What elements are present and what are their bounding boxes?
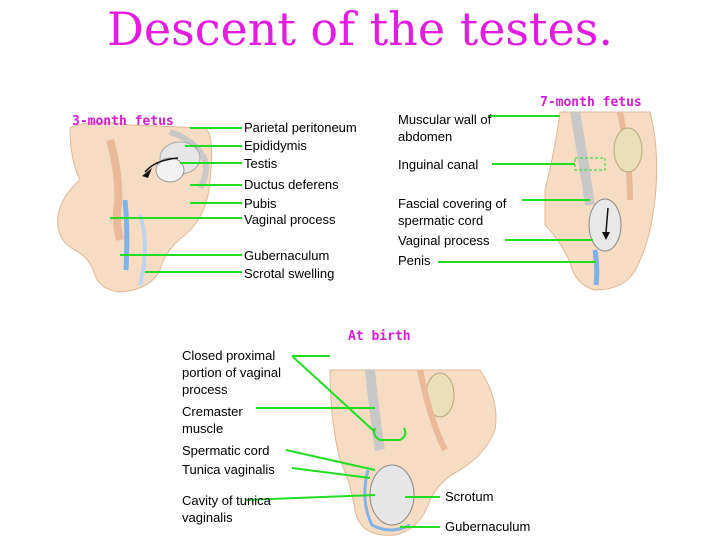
label-penis: Penis (398, 253, 431, 268)
label-pubis: Pubis (244, 196, 277, 211)
at-birth-figure (329, 369, 497, 536)
label-spermatic-cord: Spermatic cord (182, 443, 270, 458)
stage-label-three-month: 3-month fetus (72, 114, 174, 129)
label-gubernaculum-birth: Gubernaculum (445, 519, 531, 534)
label-inguinal-canal: Inguinal canal (398, 157, 479, 172)
label-epididymis: Epididymis (244, 138, 307, 153)
label-gubernaculum: Gubernaculum (244, 248, 330, 263)
page-title: Descent of the testes. (107, 2, 613, 56)
label-ductus-deferens: Ductus deferens (244, 177, 339, 192)
stage-label-at-birth: At birth (348, 329, 411, 344)
label-vaginal-process-seven: Vaginal process (398, 233, 490, 248)
leader-lines (110, 115, 596, 528)
label-cremaster: Cremaster muscle (182, 404, 243, 436)
stage-label-seven-month: 7-month fetus (540, 95, 642, 110)
label-parietal-peritoneum: Parietal peritoneum (244, 120, 357, 135)
label-testis: Testis (244, 156, 278, 171)
label-scrotal-swelling: Scrotal swelling (244, 266, 335, 281)
label-vaginal-process: Vaginal process (244, 212, 336, 227)
label-tunica-vaginalis: Tunica vaginalis (182, 462, 275, 477)
label-closed-proximal: Closed proximal portion of vaginal proce… (182, 348, 282, 397)
label-muscular-wall: Muscular wall of abdomen (398, 112, 492, 144)
label-cavity-tunica: Cavity of tunica vaginalis (182, 493, 271, 525)
label-fascial-covering: Fascial covering of spermatic cord (398, 196, 507, 228)
label-scrotum: Scrotum (445, 489, 494, 504)
seven-month-fetus-figure (544, 111, 658, 291)
three-month-fetus-figure (57, 121, 213, 293)
